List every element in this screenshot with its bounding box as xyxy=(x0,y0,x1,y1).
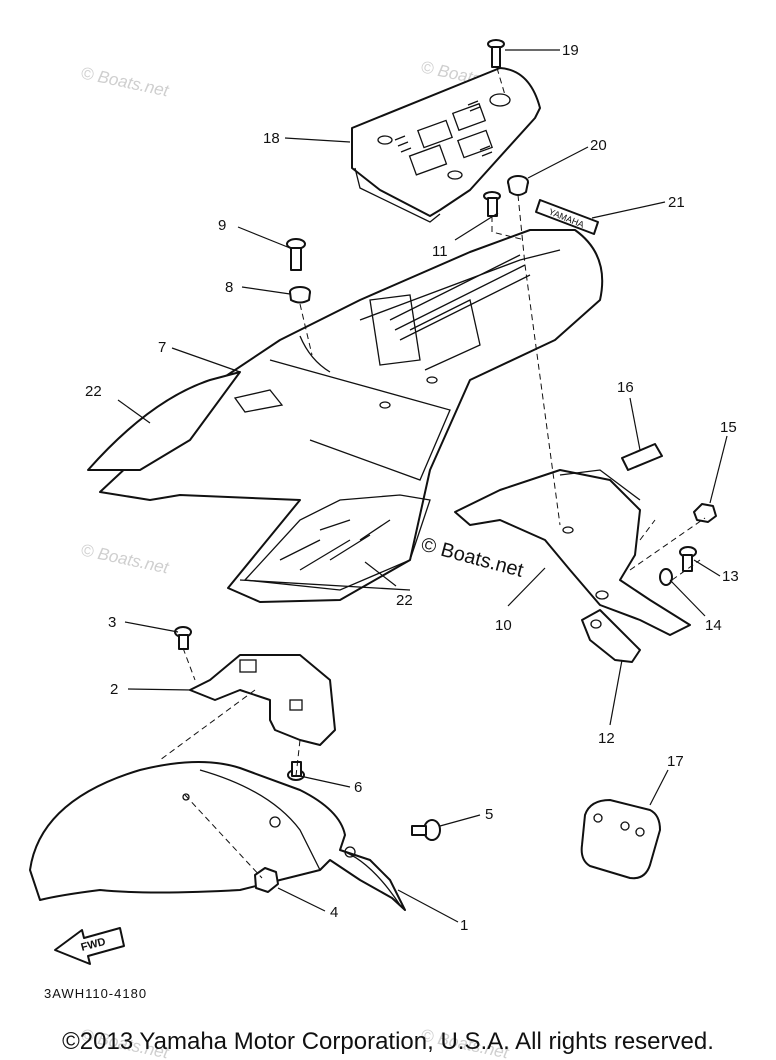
nut-15 xyxy=(693,503,717,523)
callout-22-upper: 22 xyxy=(85,383,102,400)
callout-8: 8 xyxy=(225,279,233,296)
callout-1: 1 xyxy=(460,917,468,934)
washer-14 xyxy=(659,568,673,586)
side-decal-lower xyxy=(243,494,431,591)
callout-6: 6 xyxy=(354,779,362,796)
bolt-9 xyxy=(286,238,306,271)
callout-15: 15 xyxy=(720,419,737,436)
callout-10: 10 xyxy=(495,617,512,634)
rear-cowl-part xyxy=(99,229,604,603)
license-plate-17 xyxy=(580,799,661,880)
fwd-arrow-icon: FWD xyxy=(54,927,125,965)
callout-5: 5 xyxy=(485,806,493,823)
callout-19: 19 xyxy=(562,42,579,59)
side-decal-left xyxy=(87,371,241,471)
callout-11: 11 xyxy=(432,243,448,260)
grommet-20 xyxy=(507,175,529,196)
bolt-13 xyxy=(679,546,697,572)
grab-bar-part xyxy=(351,67,541,223)
assembly-lines xyxy=(159,67,706,879)
watermark: © Boats.net xyxy=(79,63,171,100)
bolt-6 xyxy=(287,761,305,781)
bolt-19 xyxy=(487,39,505,68)
bolt-3 xyxy=(174,626,192,650)
callout-2: 2 xyxy=(110,681,118,698)
callout-18: 18 xyxy=(263,130,280,147)
callout-4: 4 xyxy=(330,904,338,921)
grommet-8 xyxy=(289,286,311,304)
callout-16: 16 xyxy=(617,379,634,396)
center-watermark: © Boats.net xyxy=(419,534,526,582)
yamaha-decal: YAMAHA xyxy=(535,199,599,235)
callout-22-lower: 22 xyxy=(396,592,413,609)
copyright-notice: ©2013 Yamaha Motor Corporation, U.S.A. A… xyxy=(62,1028,714,1055)
callout-9: 9 xyxy=(218,217,226,234)
callout-12: 12 xyxy=(598,730,615,747)
front-fender-part xyxy=(29,760,406,911)
leader-lines xyxy=(117,49,728,923)
license-bracket-part xyxy=(454,469,691,636)
watermark: © Boats.net xyxy=(79,540,171,577)
light-bracket-12 xyxy=(581,609,641,663)
callout-14: 14 xyxy=(705,617,722,634)
front-stay-2 xyxy=(189,654,336,746)
callout-7: 7 xyxy=(158,339,166,356)
callout-21: 21 xyxy=(668,194,685,211)
callout-3: 3 xyxy=(108,614,116,631)
callout-17: 17 xyxy=(667,753,684,770)
bolt-5 xyxy=(411,819,441,841)
bolt-11 xyxy=(483,191,501,217)
callout-13: 13 xyxy=(722,568,739,585)
nut-4 xyxy=(254,867,279,893)
callout-20: 20 xyxy=(590,137,607,154)
figure-code: 3AWH110-4180 xyxy=(44,986,147,1001)
reflector-16 xyxy=(621,443,663,471)
